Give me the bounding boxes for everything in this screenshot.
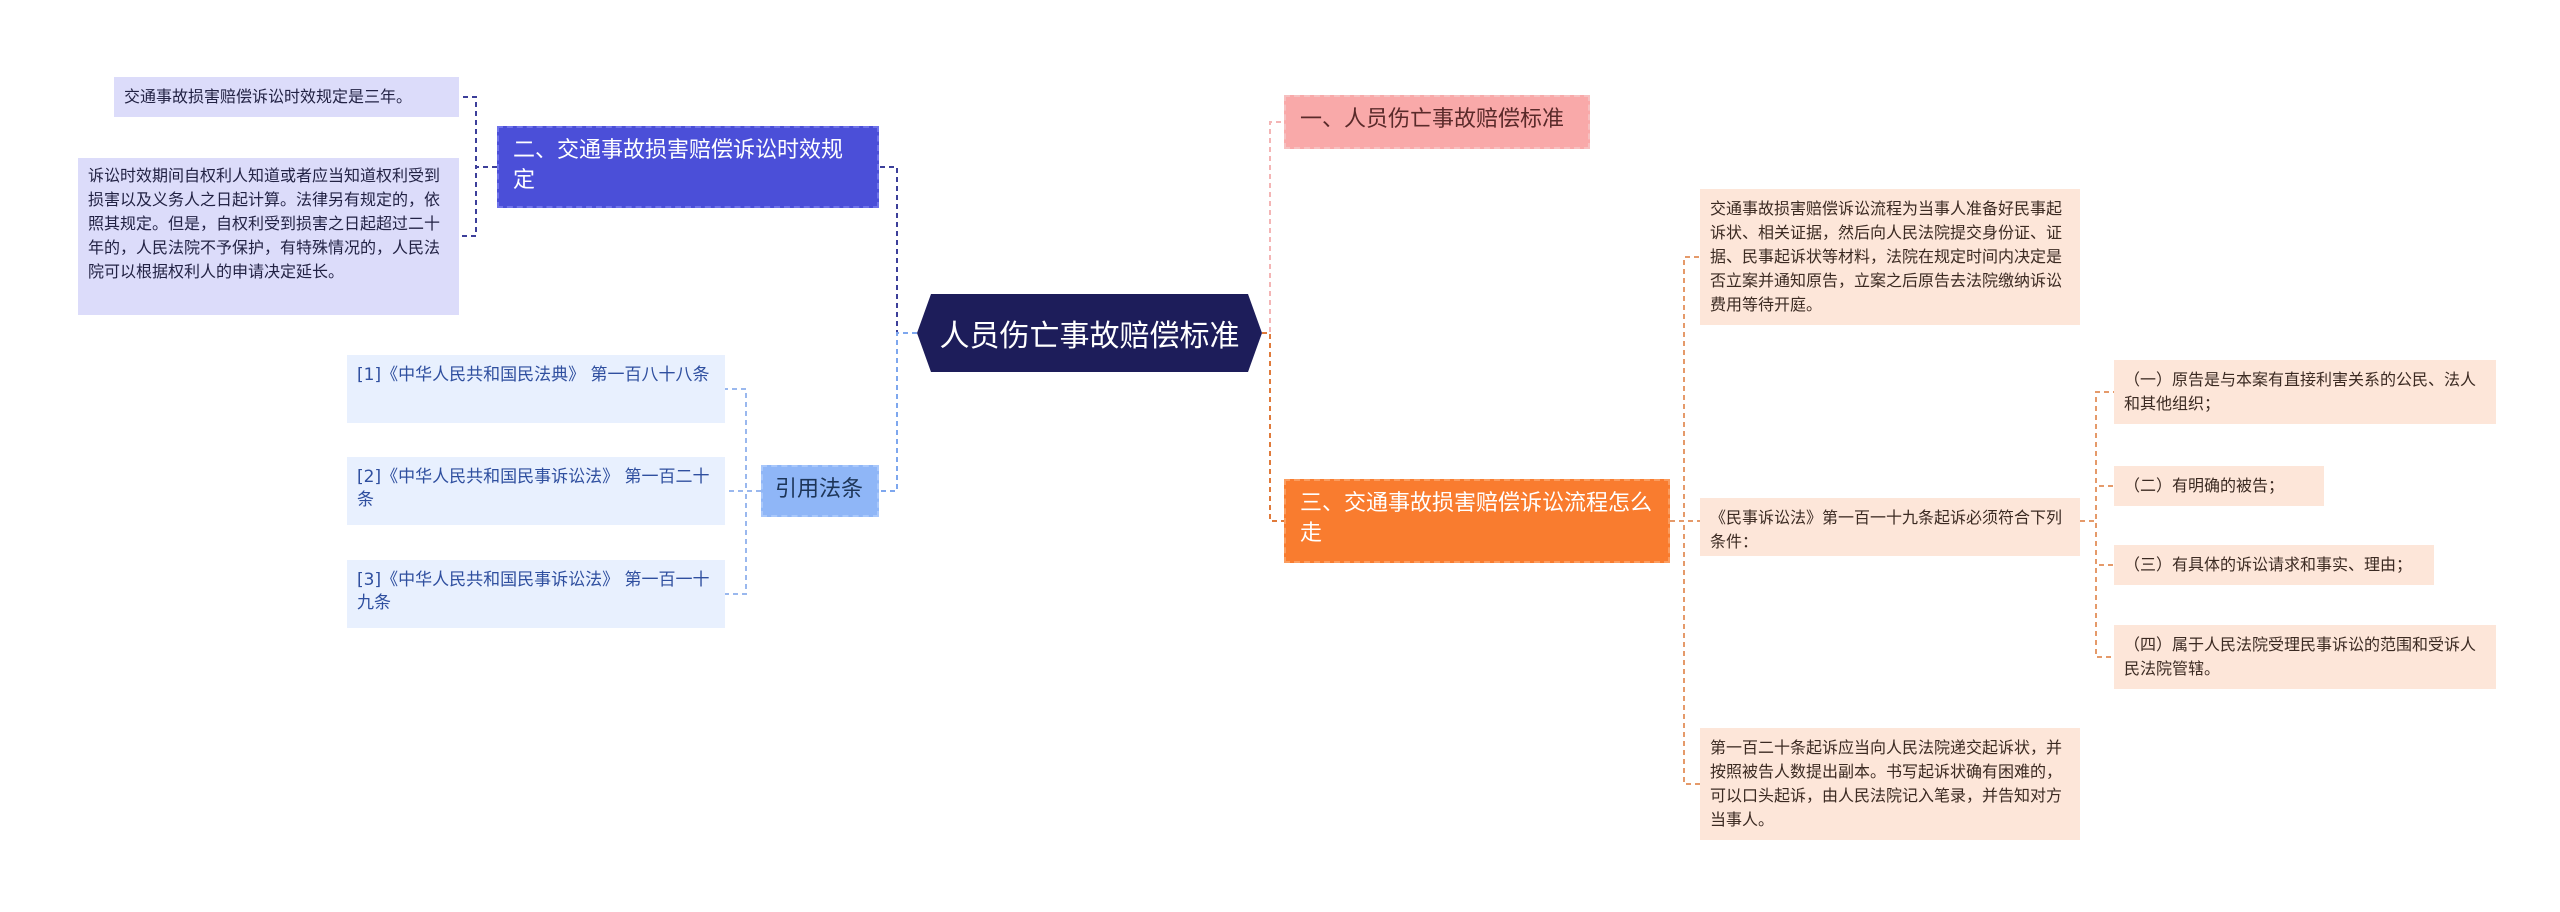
link-root-process [1262, 332, 1284, 522]
process-leaf-3-text: 第一百二十条起诉应当向人民法院递交起诉状，并按照被告人数提出副本。书写起诉状确有… [1710, 738, 2063, 829]
branch-laws[interactable]: 引用法条 [761, 465, 879, 517]
link-cond-1 [2080, 391, 2114, 522]
condition-1-text: （一）原告是与本案有直接利害关系的公民、法人和其他组织； [2124, 370, 2477, 413]
period-leaf-2[interactable]: 诉讼时效期间自权利人知道或者应当知道权利受到损害以及义务人之日起计算。法律另有规… [78, 158, 459, 315]
law-leaf-1-text: [1]《中华人民共和国民法典》 第一百八十八条 [357, 365, 710, 385]
condition-2[interactable]: （二）有明确的被告； [2114, 466, 2324, 506]
process-leaf-1[interactable]: 交通事故损害赔偿诉讼流程为当事人准备好民事起诉状、相关证据，然后向人民法院提交身… [1700, 189, 2080, 325]
law-leaf-3[interactable]: [3]《中华人民共和国民事诉讼法》 第一百一十九条 [347, 560, 725, 628]
law-leaf-3-text: [3]《中华人民共和国民事诉讼法》 第一百一十九条 [357, 570, 710, 613]
root-label: 人员伤亡事故赔偿标准 [939, 319, 1240, 354]
period-leaf-1[interactable]: 交通事故损害赔偿诉讼时效规定是三年。 [114, 77, 459, 117]
law-leaf-1[interactable]: [1]《中华人民共和国民法典》 第一百八十八条 [347, 355, 725, 423]
condition-4-text: （四）属于人民法院受理民事诉讼的范围和受诉人民法院管辖。 [2124, 635, 2477, 678]
link-period-leaf2 [459, 166, 497, 237]
period-leaf-1-text: 交通事故损害赔偿诉讼时效规定是三年。 [124, 87, 413, 106]
branch-period[interactable]: 二、交通事故损害赔偿诉讼时效规定 [497, 126, 879, 208]
process-leaf-1-text: 交通事故损害赔偿诉讼流程为当事人准备好民事起诉状、相关证据，然后向人民法院提交身… [1710, 199, 2063, 314]
branch-standard-label: 一、人员伤亡事故赔偿标准 [1300, 107, 1565, 132]
branch-process[interactable]: 三、交通事故损害赔偿诉讼流程怎么走 [1284, 479, 1670, 563]
link-cond-2 [2080, 485, 2114, 522]
process-leaf-2-text: 《民事诉讼法》第一百一十九条起诉必须符合下列条件： [1710, 508, 2063, 551]
link-root-period [879, 166, 917, 334]
law-leaf-2-text: [2]《中华人民共和国民事诉讼法》 第一百二十条 [357, 467, 710, 510]
period-leaf-2-text: 诉讼时效期间自权利人知道或者应当知道权利受到损害以及义务人之日起计算。法律另有规… [88, 166, 441, 281]
condition-3-text: （三）有具体的诉讼请求和事实、理由； [2124, 555, 2413, 574]
link-laws-leaf1 [725, 388, 761, 492]
branch-laws-label: 引用法条 [775, 477, 864, 502]
condition-4[interactable]: （四）属于人民法院受理民事诉讼的范围和受诉人民法院管辖。 [2114, 625, 2496, 689]
branch-process-label: 三、交通事故损害赔偿诉讼流程怎么走 [1300, 491, 1653, 546]
link-laws-leaf3 [725, 490, 761, 595]
branch-period-label: 二、交通事故损害赔偿诉讼时效规定 [513, 138, 844, 193]
link-root-standard [1262, 121, 1284, 334]
condition-1[interactable]: （一）原告是与本案有直接利害关系的公民、法人和其他组织； [2114, 360, 2496, 424]
process-leaf-2[interactable]: 《民事诉讼法》第一百一十九条起诉必须符合下列条件： [1700, 498, 2080, 556]
link-process-leaf3 [1670, 520, 1700, 785]
link-root-laws [879, 332, 917, 492]
link-period-leaf1 [459, 96, 497, 168]
link-cond-4 [2080, 520, 2114, 658]
condition-2-text: （二）有明确的被告； [2124, 476, 2285, 495]
link-process-leaf1 [1670, 256, 1700, 522]
process-leaf-3[interactable]: 第一百二十条起诉应当向人民法院递交起诉状，并按照被告人数提出副本。书写起诉状确有… [1700, 728, 2080, 840]
branch-standard[interactable]: 一、人员伤亡事故赔偿标准 [1284, 95, 1590, 149]
law-leaf-2[interactable]: [2]《中华人民共和国民事诉讼法》 第一百二十条 [347, 457, 725, 525]
root-node[interactable]: 人员伤亡事故赔偿标准 [917, 294, 1262, 372]
condition-3[interactable]: （三）有具体的诉讼请求和事实、理由； [2114, 545, 2434, 585]
